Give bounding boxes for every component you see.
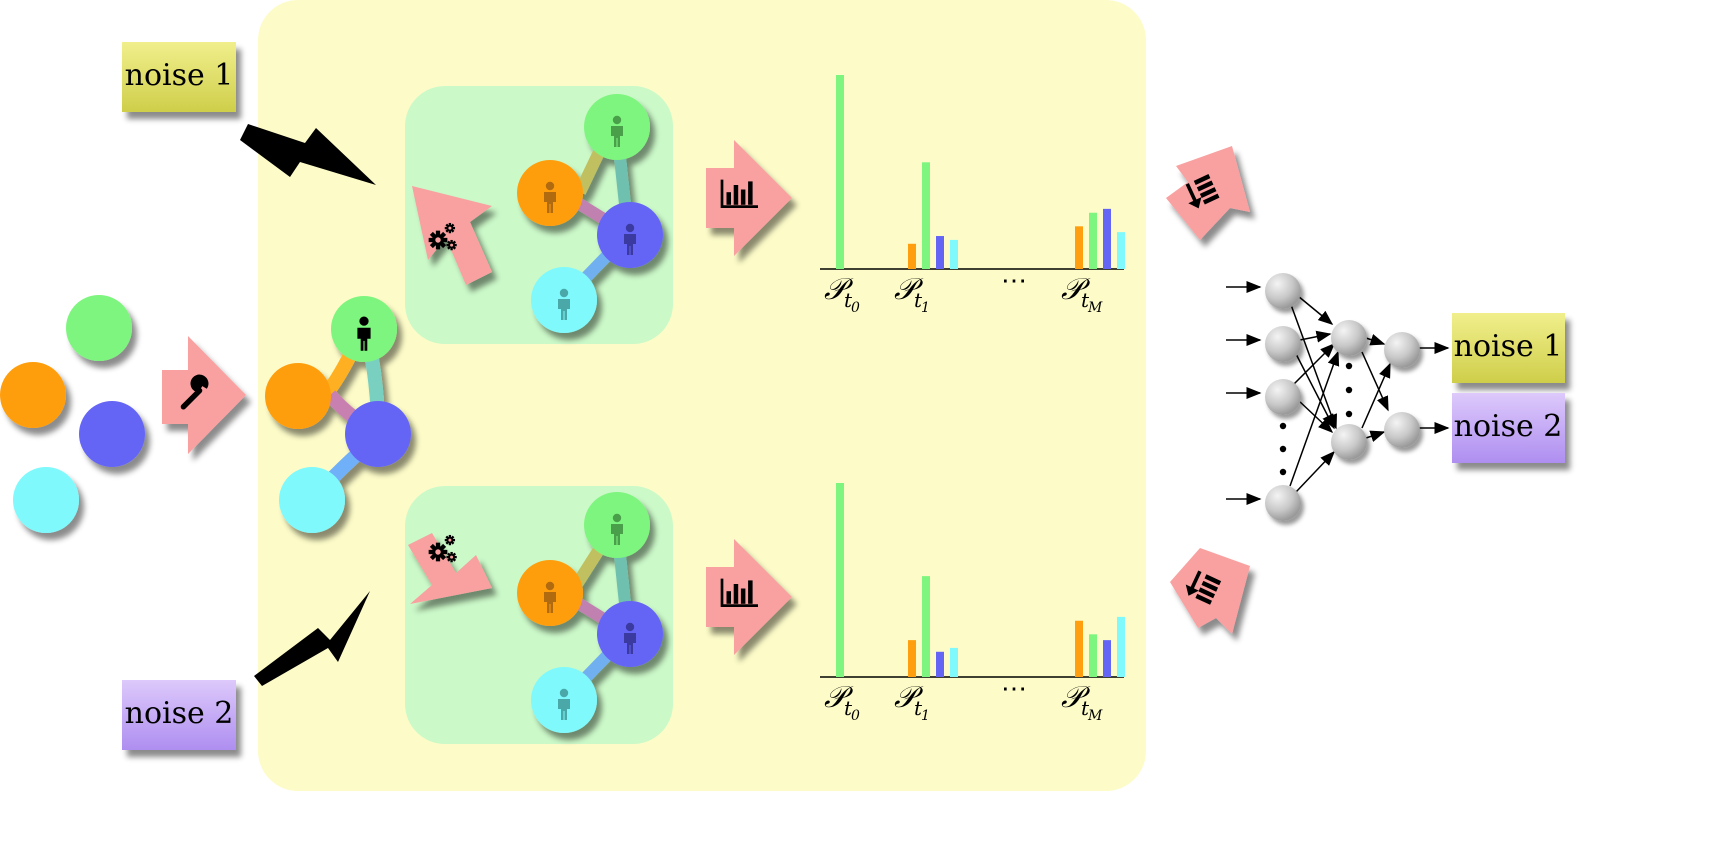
noise2-output-label: noise 2 [1454, 409, 1563, 444]
noise1-output-label: noise 1 [1454, 329, 1563, 364]
processing-panel [258, 0, 1146, 791]
noise2-output-box [1452, 393, 1565, 463]
lightning-icon-top [240, 124, 376, 185]
category-subscript-1: t [844, 696, 853, 720]
chart-ellipsis: ⋯ [1001, 266, 1027, 296]
bar-1-2 [836, 483, 844, 677]
qubit-group-loose [0, 295, 145, 533]
bar-3-2 [1089, 634, 1097, 677]
bar-3-3 [1103, 640, 1111, 677]
category-subsubscript-2: 1 [921, 300, 930, 316]
qubit-blue [79, 401, 145, 467]
bar-3-2 [1089, 212, 1097, 269]
bar-2-4 [950, 647, 958, 677]
lightning-icon-bottom [254, 591, 370, 686]
nn-input-arrows [1226, 281, 1262, 505]
category-subscript-3: t [1081, 288, 1090, 312]
noise1-source-label: noise 1 [125, 58, 234, 93]
tool-arrow [162, 336, 246, 454]
qubit-green [66, 295, 132, 361]
noise1-output-box [1452, 313, 1565, 383]
neural-network [1226, 273, 1450, 521]
qubit-graph-top [517, 94, 663, 333]
noise1-source-box [122, 42, 236, 112]
bar-3-4 [1117, 616, 1125, 677]
category-subscript-2: t [914, 288, 923, 312]
bar-2-2 [922, 162, 930, 269]
bar-3-1 [1075, 226, 1083, 269]
bar-3-4 [1117, 232, 1125, 269]
category-subsubscript-3: M [1087, 708, 1103, 724]
nn-ellipsis-dots [1279, 362, 1353, 476]
bar-2-4 [950, 239, 958, 269]
chart-ellipsis: ⋯ [1001, 674, 1027, 704]
category-subsubscript-1: 0 [851, 300, 860, 316]
bar-2-2 [922, 576, 930, 677]
bar-3-1 [1075, 620, 1083, 677]
qubit-orange [0, 362, 66, 428]
bar-3-3 [1103, 208, 1111, 269]
category-subsubscript-3: M [1087, 300, 1103, 316]
bar-2-1 [908, 243, 916, 269]
category-subscript-3: t [1081, 696, 1090, 720]
category-subscript-1: t [844, 288, 853, 312]
category-subsubscript-2: 1 [921, 708, 930, 724]
category-subscript-2: t [914, 696, 923, 720]
noise2-source-box [122, 680, 236, 750]
bar-2-3 [936, 236, 944, 269]
bar-1-2 [836, 75, 844, 269]
nn-nodes [1265, 273, 1420, 521]
category-subsubscript-1: 0 [851, 708, 860, 724]
classify-arrow-bottom [1170, 548, 1250, 634]
bar-2-1 [908, 640, 916, 677]
noise2-source-label: noise 2 [125, 696, 234, 731]
nn-edges [1289, 295, 1450, 493]
bar-2-3 [936, 651, 944, 677]
qubit-cyan [13, 467, 79, 533]
process-arrow-top [412, 186, 492, 285]
